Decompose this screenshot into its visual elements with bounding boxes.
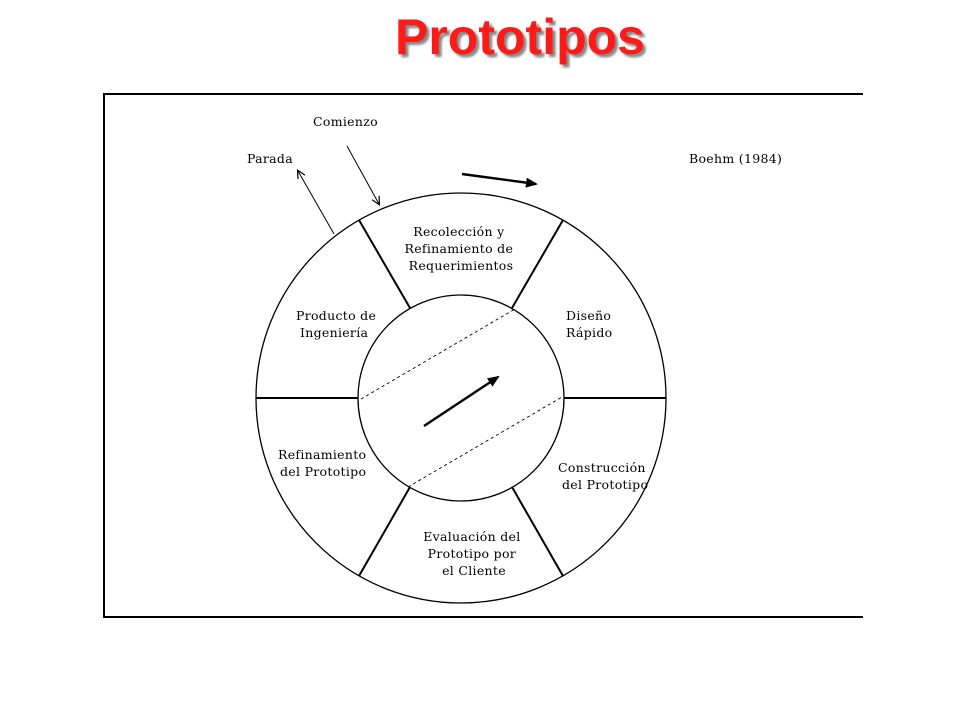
sector-label: Evaluación del Prototipo por el Cliente (423, 529, 525, 578)
start-arrow (346, 145, 379, 204)
rotation-arrow (461, 172, 538, 188)
sector-label: Construcción del Prototipo (558, 460, 650, 492)
center-arrow (423, 375, 500, 428)
inner-circle (357, 294, 565, 502)
stop-arrow (298, 171, 335, 235)
page-title: Prototipos (395, 9, 645, 65)
stop-label: Parada (247, 151, 293, 166)
citation-label: Boehm (1984) (689, 151, 782, 166)
sector-label: Refinamiento del Prototipo (278, 447, 371, 479)
dashed-chords (360, 308, 563, 488)
start-label: Comienzo (313, 114, 378, 129)
sector-label: Producto de Ingeniería (296, 308, 380, 340)
diagram-frame (103, 93, 863, 618)
sector-dividers (256, 219, 666, 577)
sector-label: Diseño Rápido (566, 308, 616, 340)
sector-label: Recolección y Refinamiento de Requerimie… (405, 224, 518, 273)
